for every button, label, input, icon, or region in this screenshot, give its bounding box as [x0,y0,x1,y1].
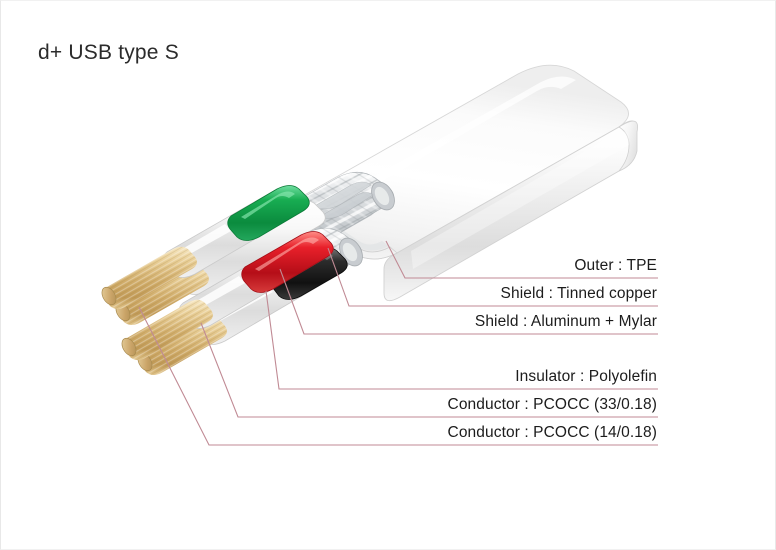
leader-line-insulator [265,290,658,390]
wire-pair-lower [121,231,348,375]
page-title: d+ USB type S [38,41,179,64]
outer-jacket-tpe [295,64,638,302]
leader-line-shield-aluminum-mylar [279,268,658,335]
leader-line-conductor-14 [138,306,658,446]
leader-line-outer [385,240,658,279]
label-conductor-33: Conductor : PCOCC (33/0.18) [447,396,657,413]
label-insulator: Insulator : Polyolefin [515,368,657,385]
label-shield-tinned-copper: Shield : Tinned copper [500,285,657,302]
leader-line-shield-tinned-copper [327,247,658,307]
leader-lines [138,240,658,446]
red-wire [121,231,334,360]
label-shield-aluminum-mylar: Shield : Aluminum + Mylar [474,313,657,330]
label-outer: Outer : TPE [574,257,657,274]
label-conductor-14: Conductor : PCOCC (14/0.18) [447,424,657,441]
green-wire [101,185,310,309]
leader-line-conductor-33 [200,322,658,418]
